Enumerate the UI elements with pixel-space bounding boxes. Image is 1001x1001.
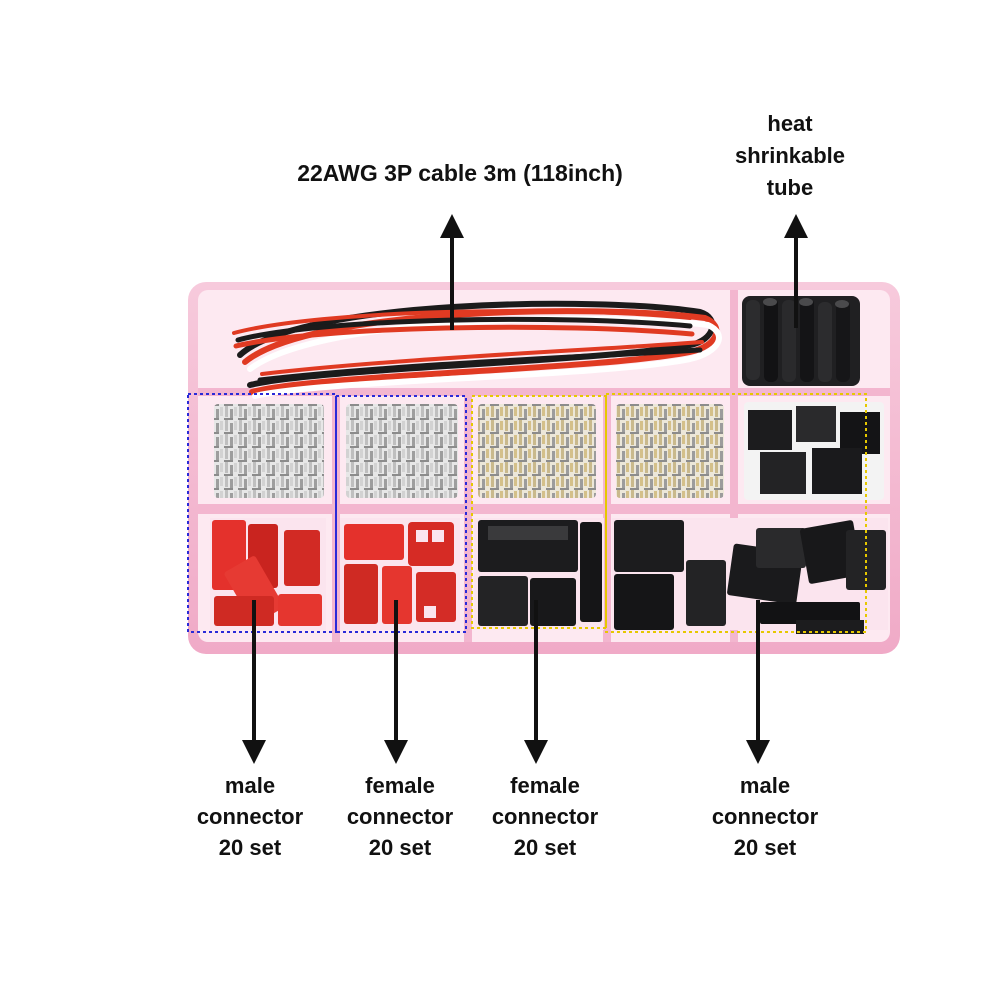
black-housings-small: [744, 402, 884, 500]
cable-label: 22AWG 3P cable 3m (118inch): [240, 158, 680, 189]
black-male-label-line-2: connector: [711, 804, 819, 829]
black-female-connector-label: female connector 20 set: [445, 770, 645, 863]
red-female-label-line-1: female: [365, 773, 435, 798]
black-male-label-line-1: male: [739, 773, 791, 798]
red-connectors-female: [340, 518, 460, 630]
cable-label-text: 22AWG 3P cable 3m (118inch): [297, 160, 623, 186]
heat-shrink-tube-label: heat shrinkable tube: [700, 108, 880, 204]
tube-label-line-3: tube: [766, 175, 814, 200]
black-male-connector-label: male connector 20 set: [665, 770, 865, 863]
red-male-connector-label: male connector 20 set: [150, 770, 350, 863]
pins-red-male: [214, 404, 324, 498]
pins-red-female: [346, 404, 458, 498]
red-connectors-male: [210, 518, 326, 630]
black-connectors-female: [474, 518, 604, 630]
red-female-label-line-2: connector: [346, 804, 454, 829]
black-connectors-male: [612, 518, 888, 634]
red-male-label-line-1: male: [224, 773, 276, 798]
black-male-label-line-3: 20 set: [733, 835, 797, 860]
yellow-outline-female: [471, 395, 607, 629]
red-male-label-line-3: 20 set: [218, 835, 282, 860]
black-female-label-line-3: 20 set: [513, 835, 577, 860]
heat-shrink-tubes: [742, 296, 860, 386]
cable-coil: [232, 300, 722, 399]
blue-outline-female: [335, 395, 467, 633]
pins-black-female: [478, 404, 596, 498]
red-female-connector-label: female connector 20 set: [300, 770, 500, 863]
black-female-label-line-1: female: [510, 773, 580, 798]
red-male-label-line-2: connector: [196, 804, 304, 829]
pins-black-male: [616, 404, 724, 498]
red-female-label-line-3: 20 set: [368, 835, 432, 860]
highlight-outlines: [187, 393, 867, 633]
arrows: [242, 214, 808, 764]
tube-label-line-2: shrinkable: [734, 143, 846, 168]
metal-pins: [214, 404, 724, 498]
yellow-outline-male: [605, 393, 867, 633]
tube-label-line-1: heat: [767, 111, 813, 136]
black-female-label-line-2: connector: [491, 804, 599, 829]
